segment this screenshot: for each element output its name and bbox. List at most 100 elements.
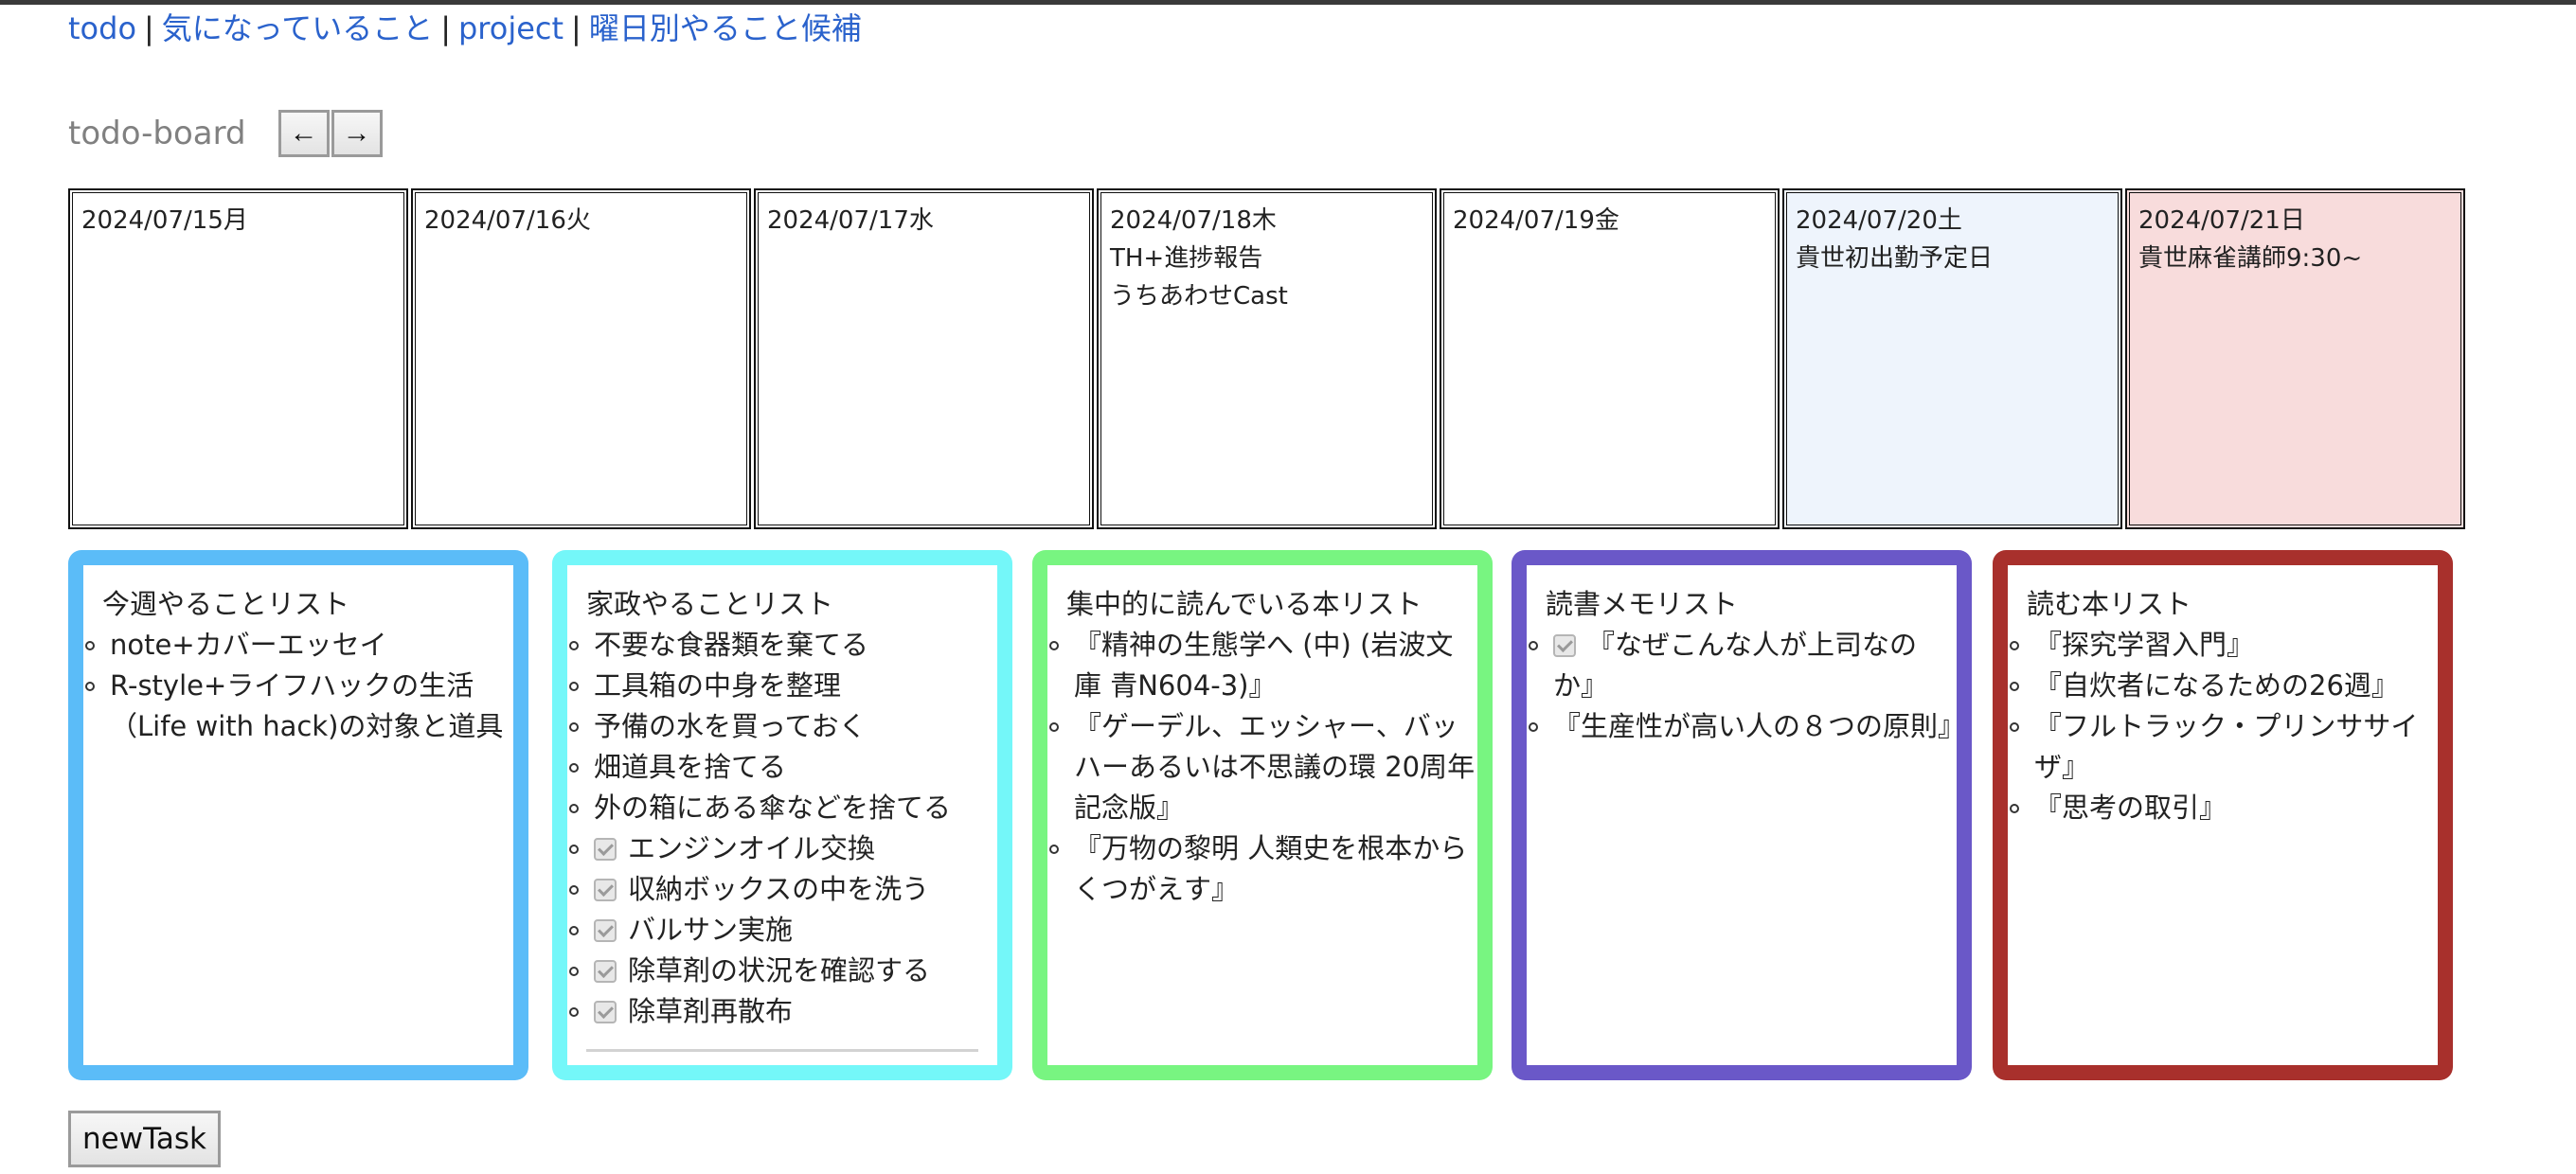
bullet-icon — [569, 763, 579, 773]
list-item[interactable]: 除草剤の状況を確認する — [567, 951, 997, 991]
list-item[interactable]: 収納ボックスの中を洗う — [567, 869, 997, 910]
list-item-text: 『万物の黎明 人類史を根本からくつがえす』 — [1074, 832, 1468, 905]
list-item-text: 除草剤の状況を確認する — [628, 954, 931, 987]
list-item-text: note+カバーエッセイ — [110, 629, 387, 661]
day-cell[interactable]: 2024/07/19金 — [1440, 188, 1780, 529]
nav-link-todo[interactable]: todo — [68, 10, 137, 46]
day-date: 2024/07/15月 — [81, 206, 248, 235]
list-item-text: 『探究学習入門』 — [2034, 629, 2255, 661]
list-items: 『なぜこんな人が上司なのか』『生産性が高い人の８つの原則』 — [1527, 625, 1965, 747]
list-items: 不要な食器類を棄てる工具箱の中身を整理予備の水を買っておく畑道具を捨てる外の箱に… — [567, 625, 997, 1032]
list-item[interactable]: バルサン実施 — [567, 910, 997, 951]
list-items: note+カバーエッセイ R-style+ライフハックの生活（Life with … — [83, 625, 513, 747]
checkbox-checked-icon[interactable] — [594, 838, 617, 861]
list-item-text: 畑道具を捨てる — [594, 751, 787, 783]
day-date: 2024/07/16火 — [424, 206, 591, 235]
list-item-text: 工具箱の中身を整理 — [594, 669, 842, 702]
list-item[interactable]: 不要な食器類を棄てる — [567, 625, 997, 666]
list-item[interactable]: 『フルトラック・プリンササイザ』 — [2008, 706, 2438, 788]
list-item[interactable]: 『万物の黎明 人類史を根本からくつがえす』 — [1047, 828, 1477, 910]
day-cell[interactable]: 2024/07/17水 — [754, 188, 1094, 529]
list-item[interactable]: 『ゲーデル、エッシャー、バッハーあるいは不思議の環 20周年記念版』 — [1047, 706, 1477, 828]
day-event[interactable]: 貴世初出勤予定日 — [1796, 244, 1994, 273]
list-item-text: 『精神の生態学へ (中) (岩波文庫 青N604-3)』 — [1074, 629, 1454, 702]
list-item[interactable]: 『思考の取引』 — [2008, 788, 2438, 828]
day-date: 2024/07/18木 — [1110, 206, 1277, 235]
list-item-text: 『なぜこんな人が上司なのか』 — [1553, 629, 1918, 702]
nav-link-concerns[interactable]: 気になっていること — [161, 10, 434, 46]
list-title: 集中的に読んでいる本リスト — [1066, 588, 1422, 620]
list-item-text: バルサン実施 — [628, 914, 794, 946]
nav-separator: | — [440, 10, 451, 46]
bullet-icon — [85, 682, 95, 691]
day-event[interactable]: TH+進捗報告 — [1110, 244, 1263, 273]
bullet-icon — [2010, 722, 2019, 732]
day-cell[interactable]: 2024/07/21日貴世麻雀講師9:30~ — [2125, 188, 2465, 529]
board-title: todo-board — [68, 115, 246, 152]
list-title: 読む本リスト — [2027, 588, 2192, 620]
list-item[interactable]: 『精神の生態学へ (中) (岩波文庫 青N604-3)』 — [1047, 625, 1477, 706]
bullet-icon — [1049, 845, 1059, 854]
checkbox-checked-icon[interactable] — [594, 879, 617, 901]
day-date: 2024/07/19金 — [1453, 206, 1619, 235]
new-task-button[interactable]: newTask — [68, 1111, 221, 1167]
list-item-text: 除草剤再散布 — [628, 995, 794, 1027]
day-event[interactable]: うちあわせCast — [1110, 282, 1288, 311]
next-week-button[interactable]: → — [331, 110, 383, 157]
list-item[interactable]: 『生産性が高い人の８つの原則』 — [1527, 706, 1965, 747]
bullet-icon — [569, 885, 579, 895]
window-top-edge — [0, 0, 2576, 5]
top-nav: todo|気になっていること|project|曜日別やること候補 — [68, 8, 862, 49]
list-item[interactable]: エンジンオイル交換 — [567, 828, 997, 869]
bullet-icon — [1049, 722, 1059, 732]
list-item[interactable]: 畑道具を捨てる — [567, 747, 997, 788]
list-item-text: 『ゲーデル、エッシャー、バッハーあるいは不思議の環 20周年記念版』 — [1074, 710, 1476, 824]
checkbox-checked-icon[interactable] — [594, 1001, 617, 1023]
household-list: 家政やることリスト不要な食器類を棄てる工具箱の中身を整理予備の水を買っておく畑道… — [552, 550, 1012, 1080]
list-item[interactable]: 『自炊者になるための26週』 — [2008, 666, 2438, 706]
checkbox-checked-icon[interactable] — [1553, 634, 1576, 657]
bullet-icon — [569, 967, 579, 976]
list-item[interactable]: 『なぜこんな人が上司なのか』 — [1527, 625, 1957, 706]
focused-reading-list: 集中的に読んでいる本リスト『精神の生態学へ (中) (岩波文庫 青N604-3)… — [1032, 550, 1493, 1080]
day-event[interactable]: 貴世麻雀講師9:30~ — [2138, 244, 2363, 273]
day-cell[interactable]: 2024/07/16火 — [411, 188, 751, 529]
list-item[interactable]: 『探究学習入門』 — [2008, 625, 2438, 666]
day-cell[interactable]: 2024/07/15月 — [68, 188, 408, 529]
list-item-text: 『自炊者になるための26週』 — [2034, 669, 2399, 702]
bullet-icon — [569, 722, 579, 732]
task-lists: 今週やることリスト note+カバーエッセイ R-style+ライフハックの生活（L… — [68, 550, 2455, 1080]
list-item[interactable]: 外の箱にある傘などを捨てる — [567, 788, 997, 828]
list-item-text: 収納ボックスの中を洗う — [628, 873, 930, 905]
list-title: 読書メモリスト — [1546, 588, 1739, 620]
list-item-text: 『フルトラック・プリンササイザ』 — [2034, 710, 2419, 783]
day-date: 2024/07/20土 — [1796, 206, 1962, 235]
bullet-icon — [569, 926, 579, 935]
list-item-text: 外の箱にある傘などを捨てる — [594, 792, 952, 824]
checkbox-checked-icon[interactable] — [594, 919, 617, 942]
nav-link-weekday-candidates[interactable]: 曜日別やること候補 — [588, 10, 862, 46]
checkbox-checked-icon[interactable] — [594, 960, 617, 983]
list-item[interactable]: 予備の水を買っておく — [567, 706, 997, 747]
list-item-text: 『生産性が高い人の８つの原則』 — [1553, 710, 1966, 742]
bullet-icon — [85, 641, 95, 650]
list-item-text: R-style+ライフハックの生活（Life with hack)の対象と道具 — [110, 669, 504, 742]
prev-week-button[interactable]: ← — [277, 110, 330, 157]
bullet-icon — [569, 1007, 579, 1017]
list-item[interactable]: 工具箱の中身を整理 — [567, 666, 997, 706]
list-item[interactable]: 除草剤再散布 — [567, 991, 997, 1032]
bullet-icon — [569, 845, 579, 854]
nav-separator: | — [144, 10, 154, 46]
day-cell[interactable]: 2024/07/18木 TH+進捗報告うちあわせCast — [1097, 188, 1437, 529]
list-item[interactable]: note+カバーエッセイ — [83, 625, 513, 666]
list-item-text: エンジンオイル交換 — [628, 832, 876, 864]
bullet-icon — [569, 641, 579, 650]
list-title: 今週やることリスト — [102, 588, 350, 620]
to-read-list: 読む本リスト『探究学習入門』『自炊者になるための26週』『フルトラック・プリンサ… — [1993, 550, 2453, 1080]
list-item[interactable]: R-style+ライフハックの生活（Life with hack)の対象と道具 — [83, 666, 513, 747]
nav-link-project[interactable]: project — [457, 10, 564, 46]
day-cell[interactable]: 2024/07/20土貴世初出勤予定日 — [1782, 188, 2122, 529]
board-header: todo-board ← → — [68, 110, 383, 157]
bullet-icon — [1529, 722, 1538, 732]
reading-memo-list: 読書メモリスト『なぜこんな人が上司なのか』『生産性が高い人の８つの原則』 — [1512, 550, 1972, 1080]
